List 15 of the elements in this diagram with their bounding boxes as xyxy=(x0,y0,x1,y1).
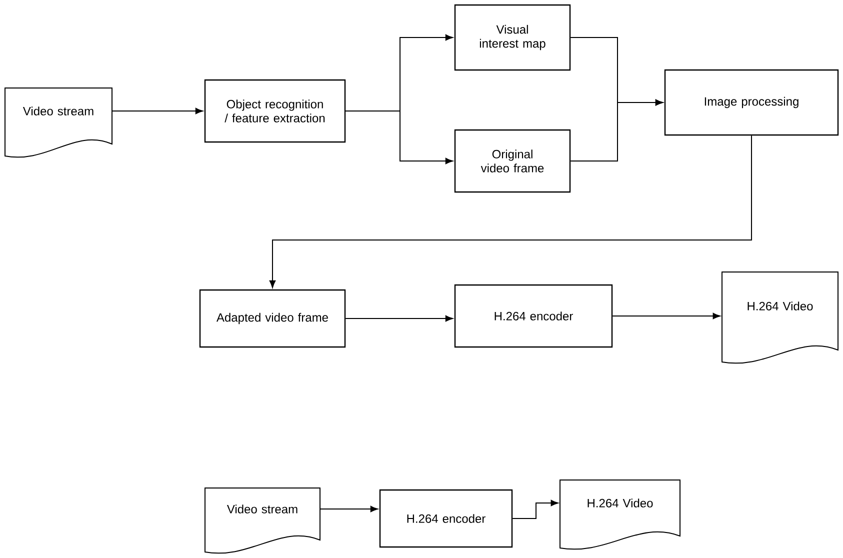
process-box: H.264 encoder xyxy=(454,284,613,348)
process-box: Visual interest map xyxy=(454,4,571,71)
arrow xyxy=(345,315,453,322)
arrow xyxy=(269,135,752,288)
arrow xyxy=(512,500,558,519)
process-box: Original video frame xyxy=(454,129,571,193)
arrow xyxy=(112,108,203,114)
arrow xyxy=(570,99,663,162)
process-box: H.264 encoder xyxy=(379,489,513,548)
arrow xyxy=(345,110,453,164)
process-box: Object recognition / feature extraction xyxy=(204,79,346,143)
process-box: Adapted video frame xyxy=(199,289,346,348)
process-box: Image processing xyxy=(664,69,839,136)
arrow xyxy=(612,312,720,320)
arrow xyxy=(320,506,378,512)
